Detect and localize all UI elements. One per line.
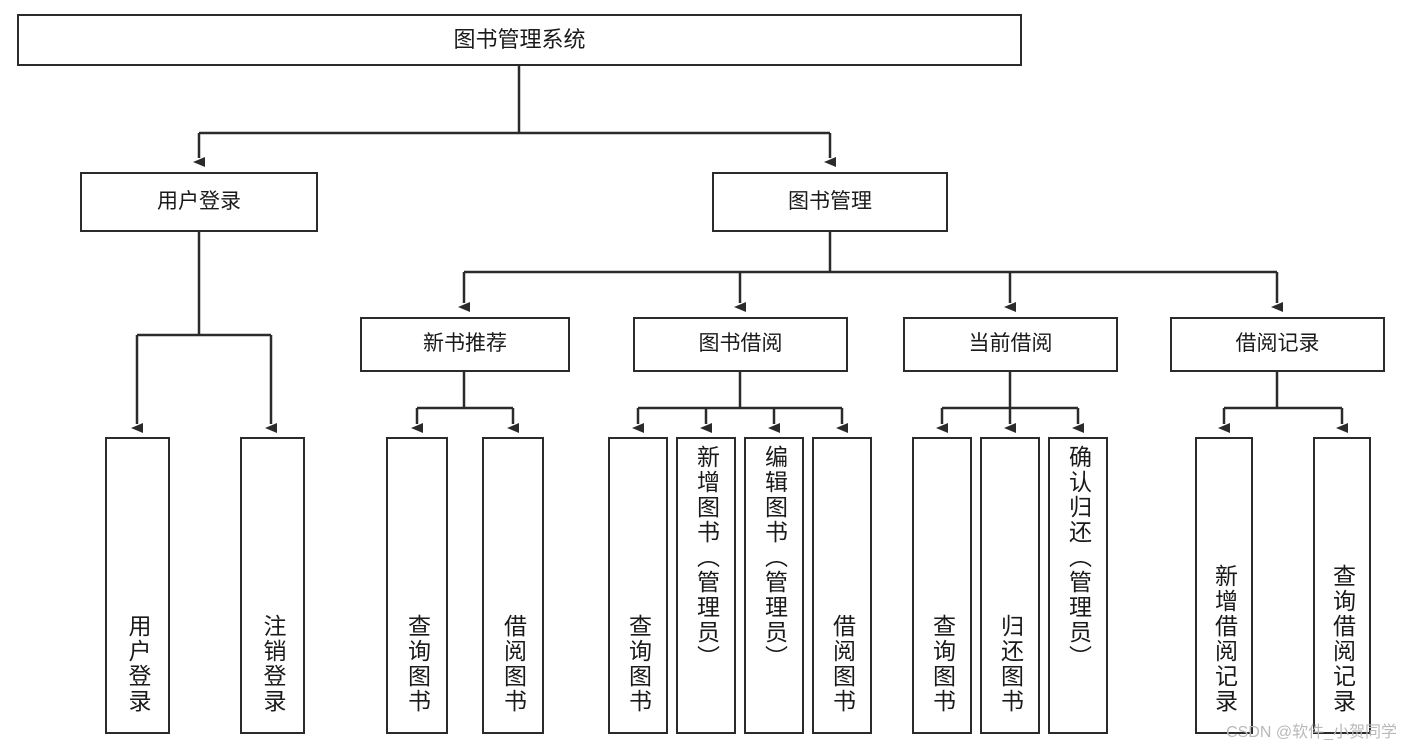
leaf-add-book-admin[interactable]: 新增图书（管理员） xyxy=(676,437,736,734)
leaf-borrow-book-rec-label: 借阅图书 xyxy=(500,614,527,714)
leaf-edit-book-admin[interactable]: 编辑图书（管理员） xyxy=(744,437,804,734)
node-user-login-label: 用户登录 xyxy=(157,189,241,213)
leaf-edit-book-admin-label: 编辑图书（管理员） xyxy=(761,445,788,670)
node-new-book-recommendation[interactable]: 新书推荐 xyxy=(360,317,570,372)
leaf-query-book-current[interactable]: 查询图书 xyxy=(912,437,972,734)
leaf-query-book-borrow-label: 查询图书 xyxy=(625,614,652,714)
leaf-borrow-book-rec[interactable]: 借阅图书 xyxy=(482,437,544,734)
node-book-manage[interactable]: 图书管理 xyxy=(712,172,948,232)
node-book-borrow[interactable]: 图书借阅 xyxy=(633,317,848,372)
node-root[interactable]: 图书管理系统 xyxy=(17,14,1022,66)
node-current-borrow-label: 当前借阅 xyxy=(968,332,1053,356)
leaf-query-borrow-record[interactable]: 查询借阅记录 xyxy=(1313,437,1371,734)
node-book-manage-label: 图书管理 xyxy=(788,189,872,213)
leaf-query-book-rec-label: 查询图书 xyxy=(404,614,431,714)
node-root-label: 图书管理系统 xyxy=(453,27,586,53)
node-borrow-record[interactable]: 借阅记录 xyxy=(1170,317,1385,372)
node-book-borrow-label: 图书借阅 xyxy=(698,332,783,356)
leaf-user-login-label: 用户登录 xyxy=(125,614,151,714)
leaf-return-book[interactable]: 归还图书 xyxy=(980,437,1040,734)
leaf-add-book-admin-label: 新增图书（管理员） xyxy=(693,445,720,670)
leaf-logout-login[interactable]: 注销登录 xyxy=(240,437,305,734)
leaf-confirm-return-admin-label: 确认归还（管理员） xyxy=(1065,445,1092,670)
leaf-query-book-current-label: 查询图书 xyxy=(929,614,956,714)
node-borrow-record-label: 借阅记录 xyxy=(1235,332,1320,356)
leaf-logout-login-label: 注销登录 xyxy=(260,614,286,714)
leaf-query-borrow-record-label: 查询借阅记录 xyxy=(1329,564,1356,714)
node-current-borrow[interactable]: 当前借阅 xyxy=(903,317,1118,372)
leaf-query-book-borrow[interactable]: 查询图书 xyxy=(608,437,668,734)
leaf-add-borrow-record[interactable]: 新增借阅记录 xyxy=(1195,437,1253,734)
leaf-add-borrow-record-label: 新增借阅记录 xyxy=(1211,564,1238,714)
leaf-borrow-book[interactable]: 借阅图书 xyxy=(812,437,872,734)
watermark: CSDN @软件_小贺同学 xyxy=(1226,724,1397,741)
leaf-user-login[interactable]: 用户登录 xyxy=(105,437,170,734)
node-new-book-recommendation-label: 新书推荐 xyxy=(423,332,507,356)
leaf-query-book-rec[interactable]: 查询图书 xyxy=(386,437,448,734)
leaf-return-book-label: 归还图书 xyxy=(997,614,1024,714)
leaf-borrow-book-label: 借阅图书 xyxy=(829,614,856,714)
node-user-login[interactable]: 用户登录 xyxy=(80,172,318,232)
leaf-confirm-return-admin[interactable]: 确认归还（管理员） xyxy=(1048,437,1108,734)
